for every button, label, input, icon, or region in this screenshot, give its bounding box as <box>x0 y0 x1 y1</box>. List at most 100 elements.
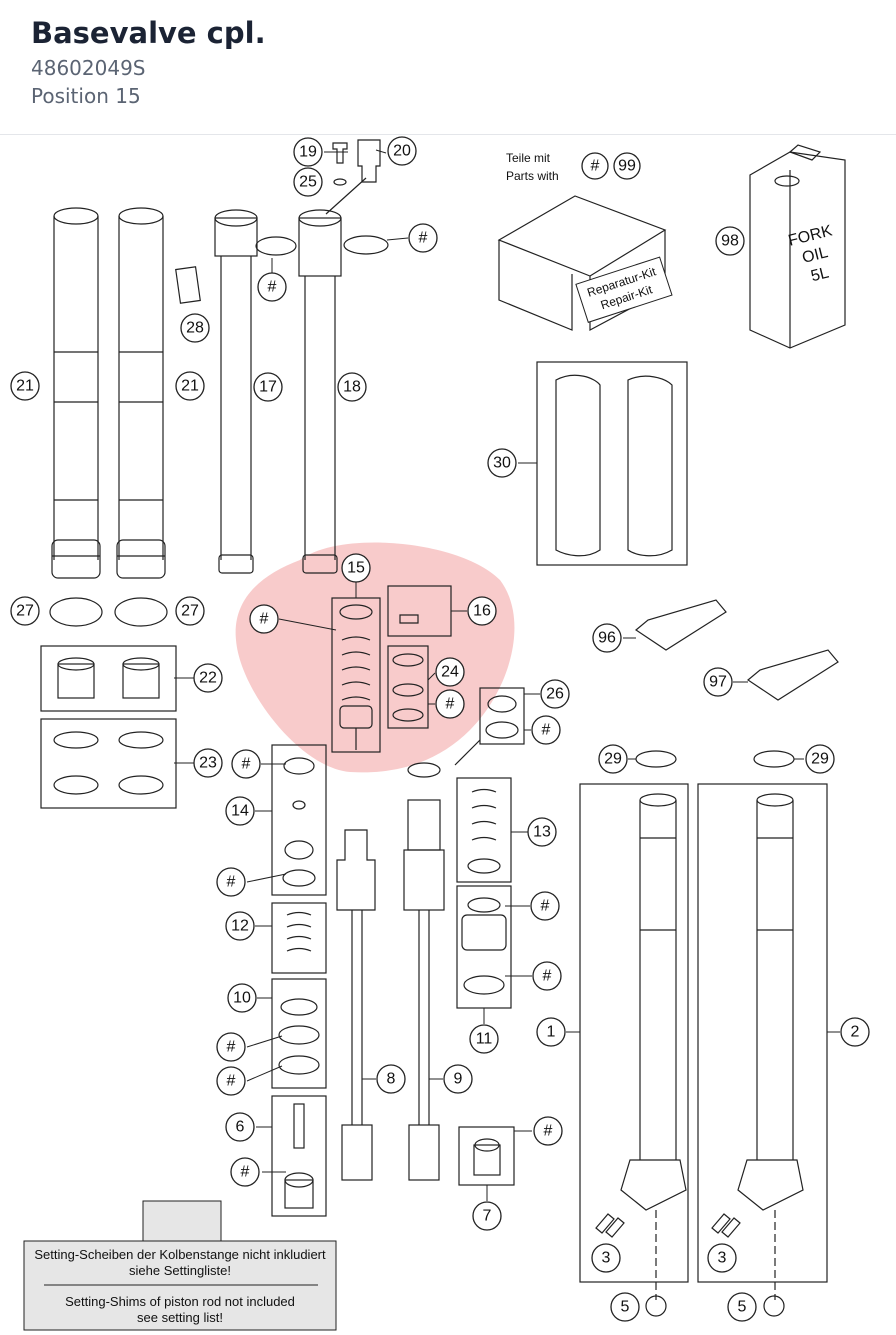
note-de-line2: siehe Settingliste! <box>129 1263 231 1278</box>
callout-hash-15[interactable]: # <box>260 611 269 628</box>
callout-24[interactable]: 24 <box>441 664 459 681</box>
callout-97[interactable]: 97 <box>709 674 727 691</box>
callout-hash-24[interactable]: # <box>446 696 455 713</box>
callout-21-right[interactable]: 21 <box>181 378 199 395</box>
note-de-line1: Setting-Scheiben der Kolbenstange nicht … <box>34 1247 326 1262</box>
nut-5-left <box>645 1295 667 1317</box>
callout-5-left[interactable]: 5 <box>621 1299 630 1316</box>
o-ring-29-right <box>753 750 795 768</box>
callout-10[interactable]: 10 <box>233 990 251 1007</box>
callout-hash-10-bottom[interactable]: # <box>227 1073 236 1090</box>
callout-30[interactable]: 30 <box>493 455 511 472</box>
callout-27-left[interactable]: 27 <box>16 603 34 620</box>
box-inner-tube-2 <box>697 783 828 1283</box>
washer-25 <box>333 178 347 186</box>
box-22 <box>40 645 177 712</box>
callout-29-right[interactable]: 29 <box>811 751 829 768</box>
callout-26[interactable]: 26 <box>546 686 564 703</box>
callout-17[interactable]: 17 <box>259 379 277 396</box>
callout-98[interactable]: 98 <box>721 233 739 250</box>
callout-99[interactable]: 99 <box>618 158 636 175</box>
callout-hash-18[interactable]: # <box>419 230 428 247</box>
inner-tube-1 <box>620 793 687 1300</box>
callout-6[interactable]: 6 <box>236 1119 245 1136</box>
callout-25[interactable]: 25 <box>299 174 317 191</box>
callout-9[interactable]: 9 <box>454 1071 463 1088</box>
callout-8[interactable]: 8 <box>387 1071 396 1088</box>
callout-11[interactable]: 11 <box>476 1031 493 1048</box>
grease-tube-96 <box>634 599 727 651</box>
position-15-highlight <box>235 542 515 773</box>
part-number: 48602049S <box>31 56 146 80</box>
screw-19 <box>332 142 348 164</box>
callout-3-right[interactable]: 3 <box>718 1250 727 1267</box>
callout-16[interactable]: 16 <box>473 603 491 620</box>
callout-5-right[interactable]: 5 <box>738 1299 747 1316</box>
box-inner-tube-1 <box>579 783 689 1283</box>
piston-rod-9 <box>403 762 445 1181</box>
callout-3-left[interactable]: 3 <box>602 1250 611 1267</box>
callout-27-right[interactable]: 27 <box>181 603 199 620</box>
callout-96[interactable]: 96 <box>598 630 616 647</box>
callout-hash-10-top[interactable]: # <box>227 1039 236 1056</box>
box-7 <box>458 1126 515 1186</box>
callout-hash-11-top[interactable]: # <box>541 898 550 915</box>
box-24 <box>387 645 429 729</box>
box-13 <box>456 777 512 883</box>
callout-hash-6[interactable]: # <box>241 1164 250 1181</box>
box-26 <box>479 687 525 745</box>
position-label: Position 15 <box>31 84 141 108</box>
bushing-27-left <box>49 597 103 627</box>
callout-hash-14-top[interactable]: # <box>242 756 251 773</box>
callout-hash-11-bottom[interactable]: # <box>543 968 552 985</box>
callout-15[interactable]: 15 <box>347 560 365 577</box>
kit-label-de: Teile mit <box>506 151 551 165</box>
callout-hash-7[interactable]: # <box>544 1123 553 1140</box>
nut-5-right <box>763 1295 785 1317</box>
sleeve-left <box>555 374 601 557</box>
o-ring-29-left <box>635 750 677 768</box>
callout-hash-14-bottom[interactable]: # <box>227 874 236 891</box>
oil-can-text-1: FORK <box>787 222 835 249</box>
callout-14[interactable]: 14 <box>231 803 249 820</box>
inner-tube-2 <box>737 793 804 1300</box>
bolts-3-right <box>711 1213 741 1238</box>
callout-22[interactable]: 22 <box>199 670 217 687</box>
callout-29-left[interactable]: 29 <box>604 751 622 768</box>
bolts-3-left <box>595 1213 625 1238</box>
callout-19[interactable]: 19 <box>299 144 317 161</box>
callout-28[interactable]: 28 <box>186 320 204 337</box>
callout-hash-kit[interactable]: # <box>591 158 600 175</box>
callout-23[interactable]: 23 <box>199 755 217 772</box>
sticker-28 <box>175 266 201 304</box>
box-11 <box>456 885 512 1009</box>
box-23 <box>40 718 177 809</box>
sleeve-right <box>627 375 673 557</box>
valve-20 <box>357 139 381 183</box>
callout-2[interactable]: 2 <box>851 1024 860 1041</box>
callout-20[interactable]: 20 <box>393 143 411 160</box>
kit-label-en: Parts with <box>506 169 559 183</box>
oil-can-text-2: OIL <box>801 244 830 267</box>
note-en-line1: Setting-Shims of piston rod not included <box>65 1294 295 1309</box>
cartridge-tube-18 <box>298 177 367 574</box>
box-30 <box>536 361 688 566</box>
oil-can-text-3: 5L <box>809 264 830 285</box>
outer-tube-left <box>51 207 101 579</box>
note-en-line2: see setting list! <box>137 1310 223 1325</box>
bushing-27-right <box>114 597 168 627</box>
callout-12[interactable]: 12 <box>231 918 249 935</box>
callout-18[interactable]: 18 <box>343 379 361 396</box>
repair-kit-label <box>575 256 673 323</box>
callout-hash-26[interactable]: # <box>542 722 551 739</box>
callout-7[interactable]: 7 <box>483 1208 492 1225</box>
oil-can-98 <box>749 144 846 349</box>
callout-hash-17[interactable]: # <box>268 279 277 296</box>
cartridge-tube-17 <box>214 209 258 574</box>
page-title: Basevalve cpl. <box>31 16 266 50</box>
box-14 <box>271 744 327 896</box>
callout-21-left[interactable]: 21 <box>16 378 34 395</box>
callout-13[interactable]: 13 <box>533 824 551 841</box>
callout-1[interactable]: 1 <box>547 1024 556 1041</box>
note-tab <box>142 1200 222 1242</box>
